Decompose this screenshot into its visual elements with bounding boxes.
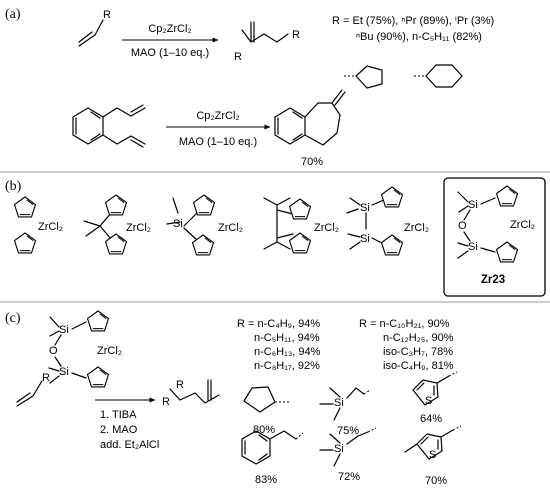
catalyst-a2: Cp₂ZrCl₂ [196,110,239,122]
svg-text:Si: Si [173,218,183,230]
complex-c2me4-bridged: ZrCl₂ [263,197,339,254]
scope-col1-3: n-C₈H₁₇, 92% [254,360,320,372]
cocatalyst-a2: MAO (1–10 eq.) [179,136,257,148]
condition-1: 1. TIBA [100,409,137,421]
svg-text:Si: Si [468,199,478,211]
example-tms-ethyl: Si 72% [319,427,377,483]
cyclohexyl-substituent [425,64,463,88]
complex-cme2-bridged: ZrCl₂ [83,194,151,255]
svg-text:O: O [458,220,467,232]
svg-text:70%: 70% [425,475,447,487]
dimer-product-a [241,21,289,43]
svg-text:Si: Si [468,241,478,253]
scope-col2-3: iso-C₄H₉, 81% [383,360,454,372]
svg-text:Si: Si [334,443,344,455]
cocatalyst-a1: MAO (1–10 eq.) [131,47,209,59]
svg-text:Si: Si [59,324,69,336]
complex-disilane-bridged: Si Si ZrCl₂ [346,186,429,256]
complex-cp2zrcl2: ZrCl₂ [13,196,63,254]
product-r1-a: R [234,51,242,63]
svg-text:80%: 80% [253,424,275,436]
product-r-top-c: R [176,379,184,391]
panel-a-label: (a) [5,7,21,22]
example-cyclopentyl: 80% [243,386,289,436]
svg-text:83%: 83% [255,474,277,486]
scope-col2-2: iso-C₃H₇, 78% [383,346,453,358]
example-thienyl: S 64% [412,371,458,425]
reactant-r-a: R [103,9,111,21]
scope-col1-1: n-C₅H₁₁, 94% [254,332,320,344]
dimer-product-c [169,379,220,404]
diallylbenzene-reactant [72,104,146,148]
svg-text:S: S [425,395,432,407]
yield-a2: 70% [301,156,323,168]
condition-2: 2. MAO [100,424,138,436]
svg-text:ZrCl₂: ZrCl₂ [314,222,339,234]
scope-col1-0: R = n-C₄H₉, 94% [237,318,320,330]
scope-col1-2: n-C₆H₁₃, 94% [254,346,321,358]
svg-text:O: O [49,345,58,357]
svg-text:ZrCl₂: ZrCl₂ [126,222,151,234]
yields-line-2: ⁿBu (90%), n-C₅H₁₁ (82%) [356,31,482,43]
svg-text:Si: Si [59,366,69,378]
example-phenylethyl: 83% [241,430,304,486]
svg-text:ZrCl₂: ZrCl₂ [97,345,122,357]
svg-text:ZrCl₂: ZrCl₂ [510,219,535,231]
scope-col2-1: n-C₁₂H₂₅, 90% [383,332,454,344]
condition-3: add. Et₂AlCl [100,439,159,451]
catalyst-zr23-c: Si O Si ZrCl₂ [48,310,122,388]
svg-text:72%: 72% [338,471,360,483]
panel-a: (a) R Cp₂ZrCl₂ MAO (1–10 eq.) R R R = Et… [5,7,494,168]
panel-b-label: (b) [5,179,22,194]
svg-text:S: S [429,449,436,461]
zr23-box [443,177,546,297]
svg-text:Si: Si [360,233,370,245]
alkene-reactant-c [16,380,43,407]
product-r-bottom-c: R [162,396,170,408]
panel-c-label: (c) [5,311,21,326]
svg-text:64%: 64% [420,413,442,425]
svg-text:75%: 75% [337,425,359,437]
example-methylthienyl: S 70% [404,425,462,487]
product-r2-a: R [292,29,300,41]
panel-c: (c) Si O Si ZrCl₂ R 1. TIBA 2. MAO add. … [5,310,462,487]
example-tms-methyl: Si 75% [319,387,371,437]
complex-sime2-bridged: Si ZrCl₂ [166,194,243,256]
svg-text:Si: Si [334,397,344,409]
catalyst-a1: Cp₂ZrCl₂ [148,23,191,35]
svg-text:ZrCl₂: ZrCl₂ [38,221,63,233]
scope-col2-0: R = n-C₁₀H₂₁, 90% [359,318,450,330]
alkene-reactant-a [78,19,104,47]
panel-b: (b) ZrCl₂ ZrCl₂ Si ZrCl₂ Zr [5,177,546,297]
complex-zr23: Si O Si ZrCl₂ Zr23 [443,177,546,297]
zr23-label: Zr23 [481,274,505,286]
svg-text:ZrCl₂: ZrCl₂ [218,222,243,234]
svg-text:ZrCl₂: ZrCl₂ [404,222,429,234]
reactant-r-c: R [42,372,50,384]
cyclopentyl-substituent [355,65,383,89]
benzocycloheptene-product [274,89,346,146]
svg-text:Si: Si [360,202,370,214]
yields-line-1: R = Et (75%), ⁿPr (89%), ⁱPr (3%) [332,15,494,27]
